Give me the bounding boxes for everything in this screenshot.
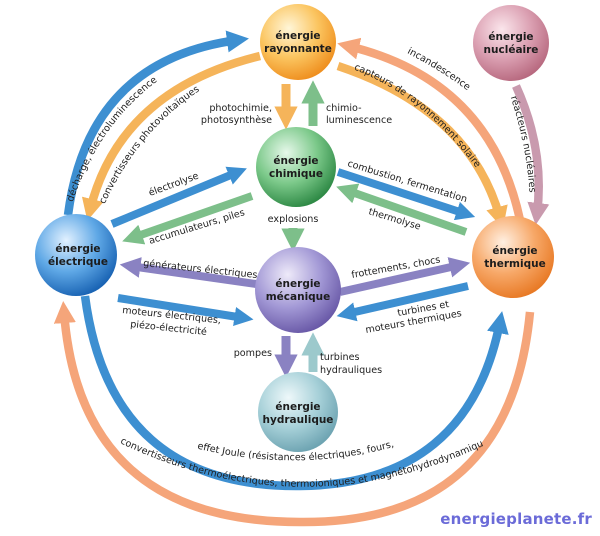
label-pompes: pompes	[234, 348, 272, 359]
node-mecanique: énergie mécanique	[255, 247, 341, 333]
svg-text:thermique: thermique	[484, 258, 545, 270]
arrow-generateurs	[119, 257, 257, 288]
label-photochimie-1: photochimie,	[209, 103, 272, 114]
arrow-incandescence	[337, 37, 525, 221]
svg-text:hydraulique: hydraulique	[263, 414, 334, 426]
svg-text:énergie: énergie	[492, 245, 537, 257]
node-rayonnante: énergie rayonnante	[260, 4, 336, 80]
svg-text:énergie: énergie	[275, 30, 320, 42]
node-thermique: énergie thermique	[472, 216, 554, 298]
node-hydraulique: énergie hydraulique	[258, 372, 338, 452]
arrow-moteurs	[117, 294, 254, 326]
arrow-capteurs	[336, 61, 508, 229]
svg-text:nucléaire: nucléaire	[484, 44, 539, 56]
label-chimiolum-2: luminescence	[326, 115, 392, 126]
svg-text:rayonnante: rayonnante	[264, 43, 332, 55]
svg-text:énergie: énergie	[488, 31, 533, 43]
arrow-reacteurs	[512, 84, 550, 225]
svg-text:énergie: énergie	[273, 155, 318, 167]
arrow-accumulateurs	[122, 192, 254, 245]
label-explosions: explosions	[268, 214, 319, 225]
svg-text:chimique: chimique	[269, 168, 323, 180]
node-electrique: énergie électrique	[35, 214, 117, 296]
arrow-effet-joule	[80, 295, 509, 491]
arrow-decharge	[63, 30, 249, 216]
svg-text:électrique: électrique	[48, 256, 108, 268]
node-chimique: énergie chimique	[256, 127, 336, 207]
arrow-electrolyse	[110, 166, 247, 228]
label-turbines-hy-1: turbines	[320, 352, 360, 363]
label-chimiolum-1: chimio-	[326, 103, 362, 114]
svg-text:mécanique: mécanique	[266, 291, 331, 303]
label-turbines-hy-2: hydrauliques	[320, 365, 382, 376]
arrow-photovoltaiques	[81, 51, 262, 221]
svg-text:énergie: énergie	[55, 243, 100, 255]
site-credit: energieplanete.fr	[440, 510, 592, 528]
arrow-combustion	[336, 168, 476, 221]
arrow-turbines-thermiques	[336, 282, 469, 322]
svg-text:énergie: énergie	[275, 278, 320, 290]
node-nucleaire: énergie nucléaire	[473, 5, 549, 81]
label-photochimie-2: photosynthèse	[201, 114, 272, 126]
arrow-convertisseurs-thermo	[53, 300, 535, 527]
svg-text:énergie: énergie	[275, 401, 320, 413]
arrow-frottements	[339, 257, 471, 296]
arrow-thermolyse	[336, 183, 468, 236]
